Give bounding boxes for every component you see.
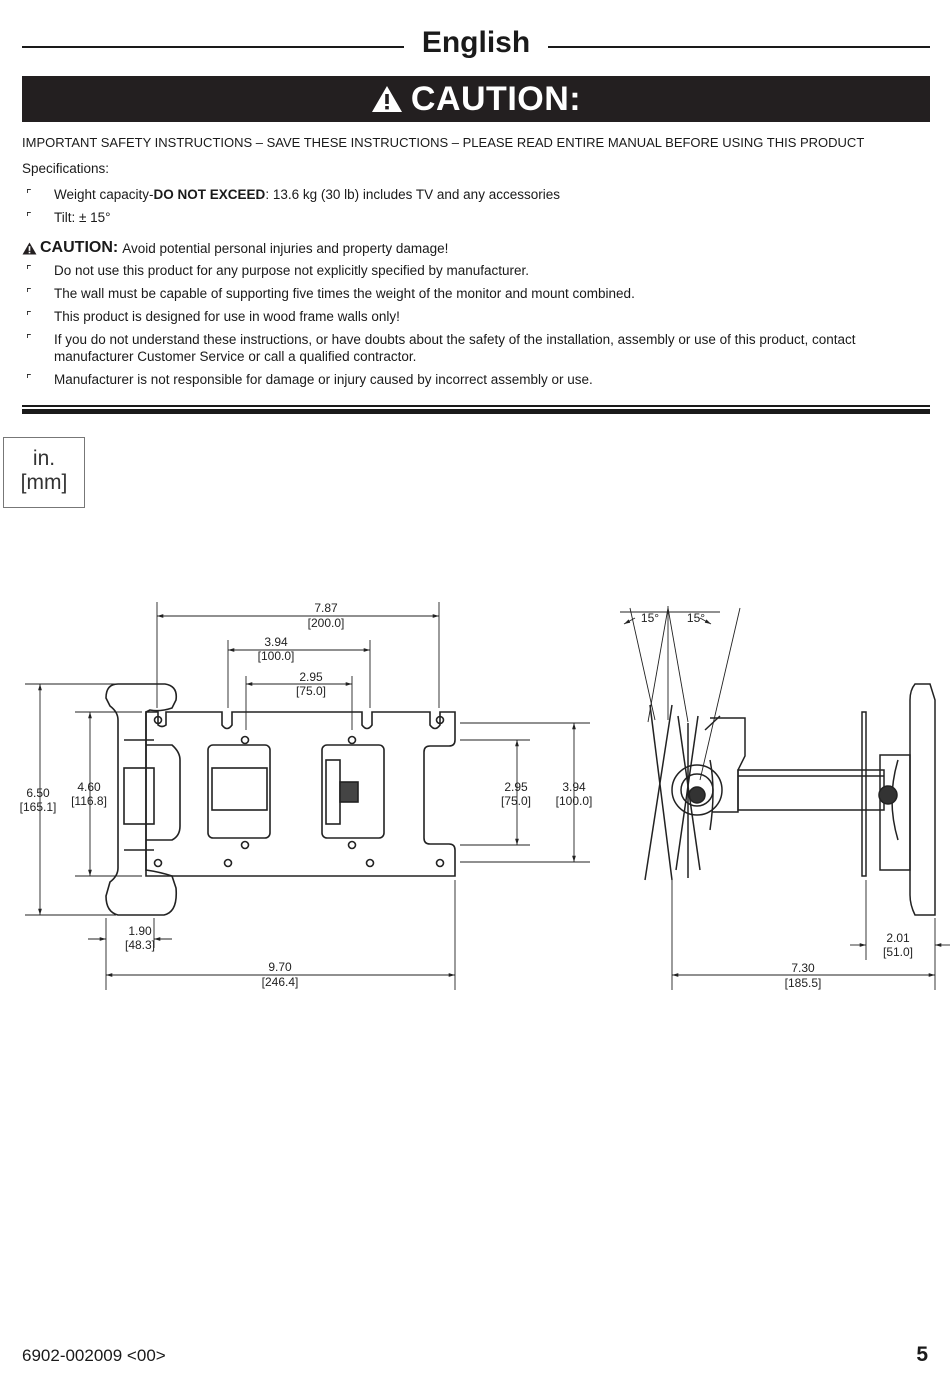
- weight-prefix: Weight capacity-: [54, 187, 154, 202]
- caution-item-text: Do not use this product for any purpose …: [54, 263, 530, 278]
- dim-label: [165.1]: [20, 800, 57, 814]
- dim-label: [48.3]: [125, 938, 155, 952]
- units-legend: in. [mm]: [3, 437, 85, 508]
- dim-label: 3.94: [562, 780, 586, 794]
- warning-icon: [371, 86, 402, 112]
- caution-text: Avoid potential personal injuries and pr…: [122, 240, 449, 256]
- section-divider-thick: [22, 409, 930, 414]
- sub-caution: CAUTION: Avoid potential personal injuri…: [22, 239, 448, 257]
- caution-item-text: The wall must be capable of supporting f…: [54, 286, 635, 301]
- dim-label: 7.30: [791, 961, 815, 975]
- spec-weight-item: ⌜ Weight capacity-DO NOT EXCEED: 13.6 kg…: [22, 186, 927, 203]
- bullet-icon: ⌜: [26, 332, 32, 346]
- side-view-dimensions: [620, 606, 950, 990]
- caution-item: ⌜ Manufacturer is not responsible for dam…: [22, 371, 927, 388]
- bullet-icon: ⌜: [26, 309, 32, 323]
- dim-label: 6.50: [26, 786, 50, 800]
- tilt-label-left: 15°: [641, 611, 659, 625]
- section-divider: [22, 405, 930, 407]
- dimension-drawing: 7.87 [200.0] 3.94 [100.0] 2.95 [75.0] 6.…: [20, 601, 950, 990]
- caution-title: CAUTION:: [410, 79, 582, 118]
- dim-label: [51.0]: [883, 945, 913, 959]
- caution-item: ⌜ If you do not understand these instruct…: [22, 331, 927, 365]
- dim-label: [100.0]: [556, 794, 593, 808]
- caution-item-text: Manufacturer is not responsible for dama…: [54, 372, 593, 387]
- dim-label: 7.87: [314, 601, 338, 615]
- front-view-mount: [105, 683, 456, 916]
- page-number: 5: [916, 1343, 928, 1366]
- dim-label: [116.8]: [71, 794, 107, 808]
- document-code: 6902-002009 <00>: [22, 1346, 166, 1365]
- caution-item: ⌜ The wall must be capable of supporting …: [22, 285, 927, 302]
- weight-warning: DO NOT EXCEED: [153, 187, 266, 202]
- header-rule-left: [22, 46, 404, 48]
- caution-banner: CAUTION:: [22, 76, 930, 122]
- tilt-text: Tilt: ± 15°: [54, 210, 111, 225]
- dim-label: 9.70: [268, 960, 292, 974]
- front-dimension-labels: 7.87 [200.0] 3.94 [100.0] 2.95 [75.0] 6.…: [20, 601, 593, 989]
- dim-label: 1.90: [128, 924, 152, 938]
- unit-mm: [mm]: [20, 471, 68, 494]
- caution-item: ⌜ This product is designed for use in woo…: [22, 308, 927, 325]
- dim-label: 2.01: [886, 931, 910, 945]
- language-header: English: [22, 22, 930, 66]
- weight-text: : 13.6 kg (30 lb) includes TV and any ac…: [265, 187, 560, 202]
- caution-label: CAUTION:: [40, 239, 119, 256]
- side-view-mount: [644, 683, 936, 916]
- dim-label: [200.0]: [308, 616, 345, 630]
- header-rule-right: [548, 46, 930, 48]
- caution-item-text: This product is designed for use in wood…: [54, 309, 400, 324]
- warning-icon: [22, 241, 37, 255]
- specifications-list: ⌜ Weight capacity-DO NOT EXCEED: 13.6 kg…: [22, 186, 927, 232]
- safety-intro: IMPORTANT SAFETY INSTRUCTIONS – SAVE THE…: [22, 135, 865, 150]
- tilt-label-right: 15°: [687, 611, 705, 625]
- front-view-dimensions: [25, 602, 590, 990]
- bullet-icon: ⌜: [26, 372, 32, 386]
- caution-list: ⌜ Do not use this product for any purpose…: [22, 262, 927, 394]
- dim-label: [75.0]: [501, 794, 531, 808]
- dim-label: [246.4]: [262, 975, 299, 989]
- dim-label: [75.0]: [296, 684, 326, 698]
- dim-label: [100.0]: [258, 649, 295, 663]
- bullet-icon: ⌜: [26, 210, 32, 224]
- bullet-icon: ⌜: [26, 263, 32, 277]
- caution-item: ⌜ Do not use this product for any purpose…: [22, 262, 927, 279]
- dim-label: [185.5]: [785, 976, 822, 990]
- caution-item-text: If you do not understand these instructi…: [54, 332, 856, 364]
- dim-label: 3.94: [264, 635, 288, 649]
- dim-label: 2.95: [299, 670, 323, 684]
- spec-tilt-item: ⌜ Tilt: ± 15°: [22, 209, 927, 226]
- dim-label: 4.60: [77, 780, 101, 794]
- dim-label: 2.95: [504, 780, 528, 794]
- unit-inch: in.: [32, 447, 56, 470]
- specifications-label: Specifications:: [22, 161, 110, 176]
- bullet-icon: ⌜: [26, 187, 32, 201]
- side-dimension-labels: 15° 15° 2.01 [51.0] 7.30 [185.5]: [641, 611, 913, 990]
- language-title: English: [421, 26, 531, 59]
- bullet-icon: ⌜: [26, 286, 32, 300]
